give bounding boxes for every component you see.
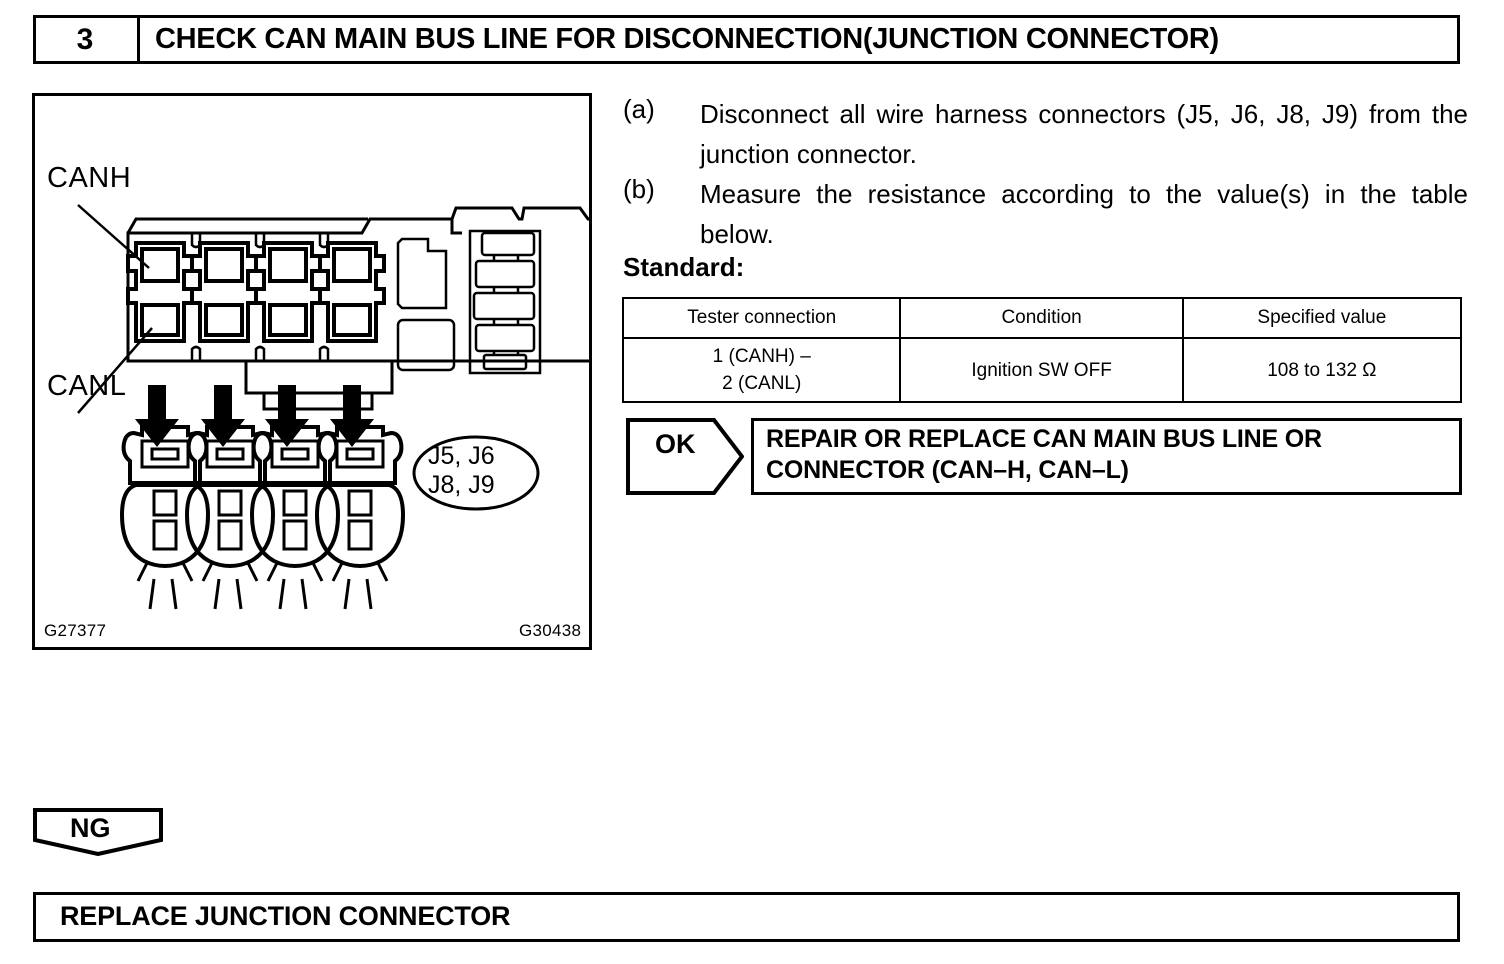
canh-label: CANH [47,162,132,194]
connector-latch-tab [262,393,374,411]
ng-badge-shape [33,808,163,856]
procedure-marker-b: (b) [623,174,655,204]
tester-connection-line1: 1 (CANH) – [712,346,811,367]
ok-badge-label: OK [655,429,696,459]
step-number: 3 [33,15,140,64]
connector-alignment-tabs [190,233,330,361]
specification-table: Tester connection Condition Specified va… [621,297,1463,403]
ng-badge-label: NG [70,813,111,843]
figure-code-right: G30438 [519,621,582,640]
cell-condition: Ignition SW OFF [899,337,1184,403]
header-specified-value: Specified value [1181,297,1463,339]
harness-connector-2 [184,425,276,610]
procedure-marker-a: (a) [623,94,655,124]
connector-group-label-line1: J5, J6 [428,442,495,470]
ng-result-box [33,892,1460,942]
figure-code-left: G27377 [44,621,107,640]
large-cavity-lower [396,318,456,372]
connector-bottom-skirt [244,361,394,395]
connector-group-ellipse [412,435,540,511]
ok-result-box [751,418,1462,495]
procedure-text-a: Disconnect all wire harness connectors (… [700,99,1468,169]
connector-group-label-line2: J8, J9 [428,471,495,499]
terminal-cavity-group-2 [190,241,258,343]
table-header-row: Tester connection Condition Specified va… [621,297,1463,339]
large-cavity-upper [396,237,448,310]
standard-label: Standard: [623,252,745,282]
canh-leader-line [77,204,150,269]
canl-label: CANL [47,370,127,402]
terminal-cavity-group-3 [254,241,322,343]
canl-leader-line [77,327,153,414]
header-condition: Condition [899,297,1184,339]
cell-tester-connection: 1 (CANH) – 2 (CANL) [621,337,902,403]
harness-connector-1 [119,425,211,610]
ok-result-line1: REPAIR OR REPLACE CAN MAIN BUS LINE OR [766,425,1322,453]
connector-housing-outline [126,206,592,363]
table-row: 1 (CANH) – 2 (CANL) Ignition SW OFF 108 … [621,337,1463,403]
step-title: CHECK CAN MAIN BUS LINE FOR DISCONNECTIO… [155,23,1219,55]
insert-direction-arrows [135,385,374,447]
procedure-text-b: Measure the resistance according to the … [700,179,1468,249]
ok-badge-shape [626,418,744,495]
connector-top-lip [126,217,368,234]
step-header-box [33,15,1460,64]
harness-connector-4 [314,425,406,610]
junction-connector-illustration [77,204,592,610]
ok-result-text: REPAIR OR REPLACE CAN MAIN BUS LINE OR C… [766,424,1456,486]
tester-connection-line2: 2 (CANL) [722,373,802,394]
stacked-cavity-stack [468,229,542,375]
connector-lip-step [450,219,462,235]
cell-specified-value: 108 to 132 Ω [1181,337,1463,403]
illustration-panel [32,93,592,650]
harness-connector-3 [249,425,341,610]
ng-result-text: REPLACE JUNCTION CONNECTOR [60,901,511,931]
terminal-cavity-group-4 [318,241,386,343]
ok-result-line2: CONNECTOR (CAN–H, CAN–L) [766,456,1129,484]
header-tester-connection: Tester connection [621,297,902,339]
